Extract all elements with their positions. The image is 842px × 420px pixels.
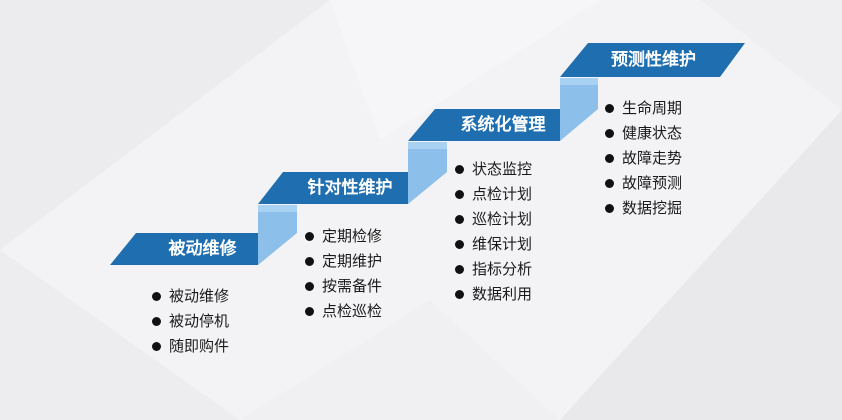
bullet-icon bbox=[152, 342, 161, 351]
bullet-icon bbox=[305, 257, 314, 266]
list-item: 被动维修 bbox=[152, 284, 229, 309]
bullet-icon bbox=[455, 190, 464, 199]
step-3-list: 状态监控 点检计划 巡检计划 维保计划 指标分析 数据利用 bbox=[455, 157, 532, 307]
step-2-riser bbox=[408, 142, 447, 204]
step-1-title: 被动维修 bbox=[168, 239, 237, 259]
step-3-title: 系统化管理 bbox=[460, 115, 546, 135]
bullet-icon bbox=[455, 240, 464, 249]
list-item: 数据挖掘 bbox=[605, 196, 682, 221]
list-item: 维保计划 bbox=[455, 232, 532, 257]
bullet-icon bbox=[455, 265, 464, 274]
step-2-tread bbox=[258, 172, 408, 204]
bullet-icon bbox=[605, 204, 614, 213]
step-3-riser bbox=[560, 78, 598, 141]
list-item: 定期检修 bbox=[305, 224, 382, 249]
list-item: 随即购件 bbox=[152, 334, 229, 359]
list-item: 生命周期 bbox=[605, 96, 682, 121]
step-1-tread bbox=[110, 233, 258, 265]
list-item: 指标分析 bbox=[455, 257, 532, 282]
step-2-title: 针对性维护 bbox=[307, 178, 393, 198]
list-item: 被动停机 bbox=[152, 309, 229, 334]
bullet-icon bbox=[152, 292, 161, 301]
list-item: 状态监控 bbox=[455, 157, 532, 182]
step-4-tread bbox=[560, 43, 745, 77]
bullet-icon bbox=[605, 104, 614, 113]
step-1-list: 被动维修 被动停机 随即购件 bbox=[152, 284, 229, 359]
step-4-title: 预测性维护 bbox=[611, 50, 696, 70]
list-item: 按需备件 bbox=[305, 274, 382, 299]
step-1-riser bbox=[258, 205, 297, 265]
list-item: 故障走势 bbox=[605, 146, 682, 171]
bullet-icon bbox=[305, 232, 314, 241]
list-item: 数据利用 bbox=[455, 282, 532, 307]
list-item: 定期维护 bbox=[305, 249, 382, 274]
list-item: 点检巡检 bbox=[305, 299, 382, 324]
bullet-icon bbox=[455, 290, 464, 299]
list-item: 巡检计划 bbox=[455, 207, 532, 232]
bullet-icon bbox=[605, 154, 614, 163]
list-item: 健康状态 bbox=[605, 121, 682, 146]
bullet-icon bbox=[455, 215, 464, 224]
bullet-icon bbox=[605, 179, 614, 188]
bullet-icon bbox=[305, 282, 314, 291]
bullet-icon bbox=[152, 317, 161, 326]
bullet-icon bbox=[605, 129, 614, 138]
step-2-list: 定期检修 定期维护 按需备件 点检巡检 bbox=[305, 224, 382, 324]
step-4-list: 生命周期 健康状态 故障走势 故障预测 数据挖掘 bbox=[605, 96, 682, 221]
list-item: 故障预测 bbox=[605, 171, 682, 196]
bullet-icon bbox=[455, 165, 464, 174]
list-item: 点检计划 bbox=[455, 182, 532, 207]
step-3-tread bbox=[408, 109, 560, 141]
bullet-icon bbox=[305, 307, 314, 316]
